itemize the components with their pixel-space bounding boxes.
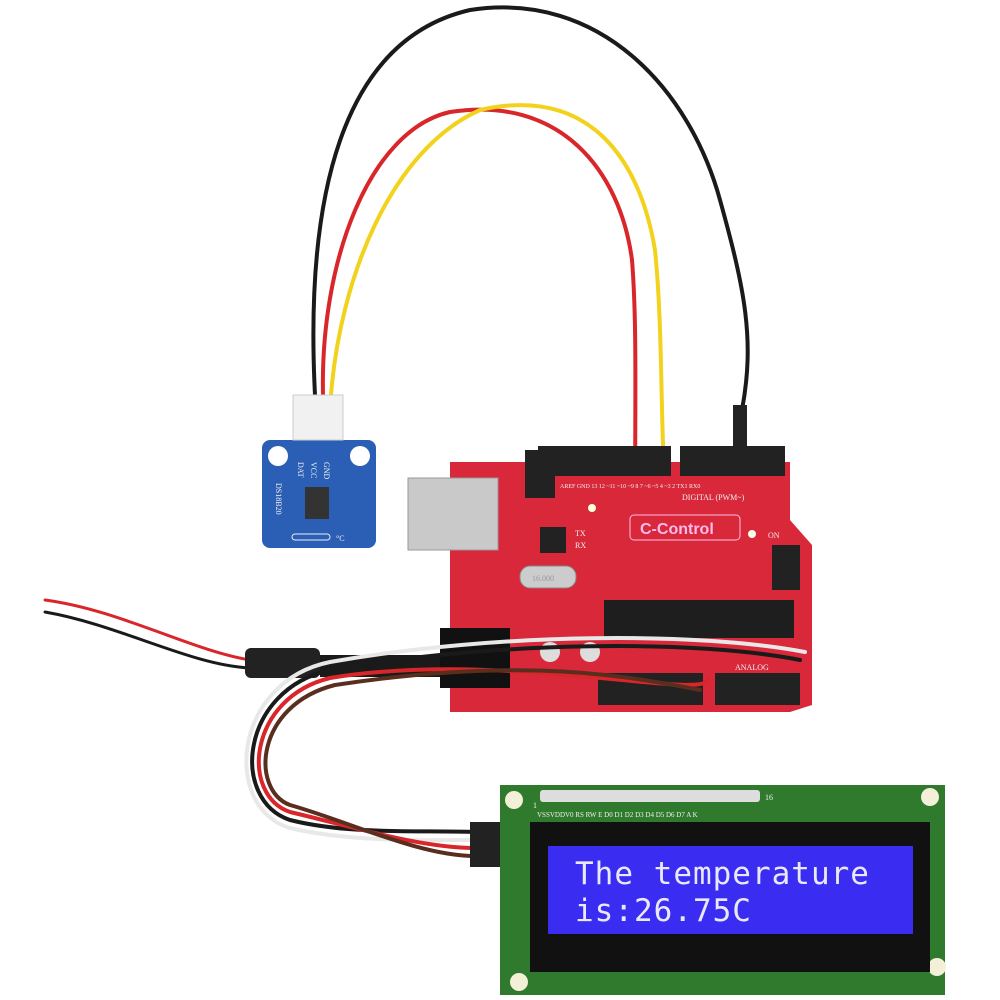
atmega-chip (604, 600, 794, 638)
lcd-line-2: is:26.75C (575, 893, 752, 929)
sensor-connector (292, 394, 344, 441)
lcd-line-1: The temperature (575, 856, 870, 892)
celsius-symbol: °C (336, 534, 345, 543)
brand-logo: C-Control (640, 521, 714, 538)
usb-chip (540, 527, 566, 553)
digital-header-left (538, 446, 671, 476)
rx-label: RX (575, 541, 586, 550)
i2c-connector (470, 822, 500, 867)
crystal (519, 565, 577, 589)
cable-strain-relief (245, 648, 320, 678)
lcd-pin-labels: VSSVDDV0 RS RW E D0 D1 D2 D3 D4 D5 D6 D7… (537, 811, 698, 819)
lcd-header-pins (540, 790, 760, 802)
sensor-chip-label: DS18B20 (274, 483, 283, 515)
capacitor (540, 642, 560, 662)
sensor-chip (305, 487, 329, 519)
crystal-label: 16.000 (532, 574, 554, 583)
lcd-cables (43, 598, 807, 867)
lcd-module: 1 16 VSSVDDV0 RS RW E D0 D1 D2 D3 D4 D5 … (500, 785, 946, 995)
mount-hole (505, 791, 523, 809)
analog-label: ANALOG (735, 663, 769, 672)
sensor-pin-dat: DAT (296, 462, 305, 478)
power-cable-red (43, 598, 252, 662)
ribbon-white (244, 636, 807, 843)
tx-label: TX (575, 529, 586, 538)
mount-hole (350, 446, 370, 466)
usb-port (407, 477, 499, 551)
l-led (588, 504, 596, 512)
pin-numbers: AREF GND 13 12 ~11 ~10 ~9 8 7 ~6 ~5 4 ~3… (560, 484, 700, 490)
sensor-pin-vcc: VCC (309, 462, 318, 478)
mount-hole (268, 446, 288, 466)
pin-first-label: 1 (533, 801, 537, 810)
analog-header (715, 673, 800, 705)
icsp-header (772, 545, 800, 590)
power-led (748, 530, 756, 538)
digital-label: DIGITAL (PWM~) (682, 493, 745, 502)
mount-hole (510, 973, 528, 991)
power-cable-black (43, 610, 252, 670)
mount-hole (928, 958, 946, 976)
pin-last-label: 16 (765, 793, 773, 802)
sensor-pin-gnd: GND (322, 462, 331, 480)
dupont-connector (733, 405, 747, 447)
thermometer-icon (291, 533, 331, 541)
on-label: ON (768, 531, 780, 540)
black-wire (311, 5, 750, 412)
arduino-board: AREF GND 13 12 ~11 ~10 ~9 8 7 ~6 ~5 4 ~3… (407, 405, 812, 712)
lcd-screen (548, 846, 913, 934)
dc-jack (440, 628, 510, 688)
ds18b20-sensor-module: DAT VCC GND DS18B20 °C (262, 394, 376, 548)
brand-box (629, 514, 741, 541)
digital-header-right (680, 446, 785, 476)
ribbon-brown (263, 668, 702, 858)
icsp-usb-header (525, 450, 555, 498)
mount-hole (921, 788, 939, 806)
